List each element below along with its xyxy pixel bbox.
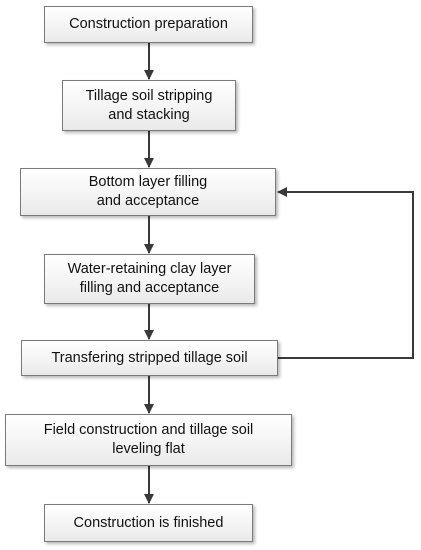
step-label: Tillage soil stripping and stacking (85, 87, 213, 123)
step-label: Water-retaining clay layer filling and a… (67, 261, 232, 296)
step-label: Construction preparation (69, 16, 228, 32)
step-construction-preparation: Construction preparation (44, 6, 253, 43)
step-label: Construction is finished (73, 514, 224, 531)
loop-arrow-transfer-to-bottom-layer (277, 187, 414, 359)
step-label: Field construction and tillage soil leve… (43, 422, 254, 457)
step-transfer-tillage-soil: Transfering stripped tillage soil (21, 340, 278, 376)
step-tillage-soil-stripping: Tillage soil stripping and stacking (62, 80, 236, 131)
step-field-construction: Field construction and tillage soil leve… (5, 414, 292, 466)
step-label: Bottom layer filling and acceptance (88, 174, 208, 209)
step-clay-layer-filling: Water-retaining clay layer filling and a… (44, 254, 255, 304)
step-bottom-layer-filling: Bottom layer filling and acceptance (20, 168, 276, 216)
step-label: Transfering stripped tillage soil (51, 349, 248, 366)
step-construction-finished: Construction is finished (44, 504, 253, 542)
